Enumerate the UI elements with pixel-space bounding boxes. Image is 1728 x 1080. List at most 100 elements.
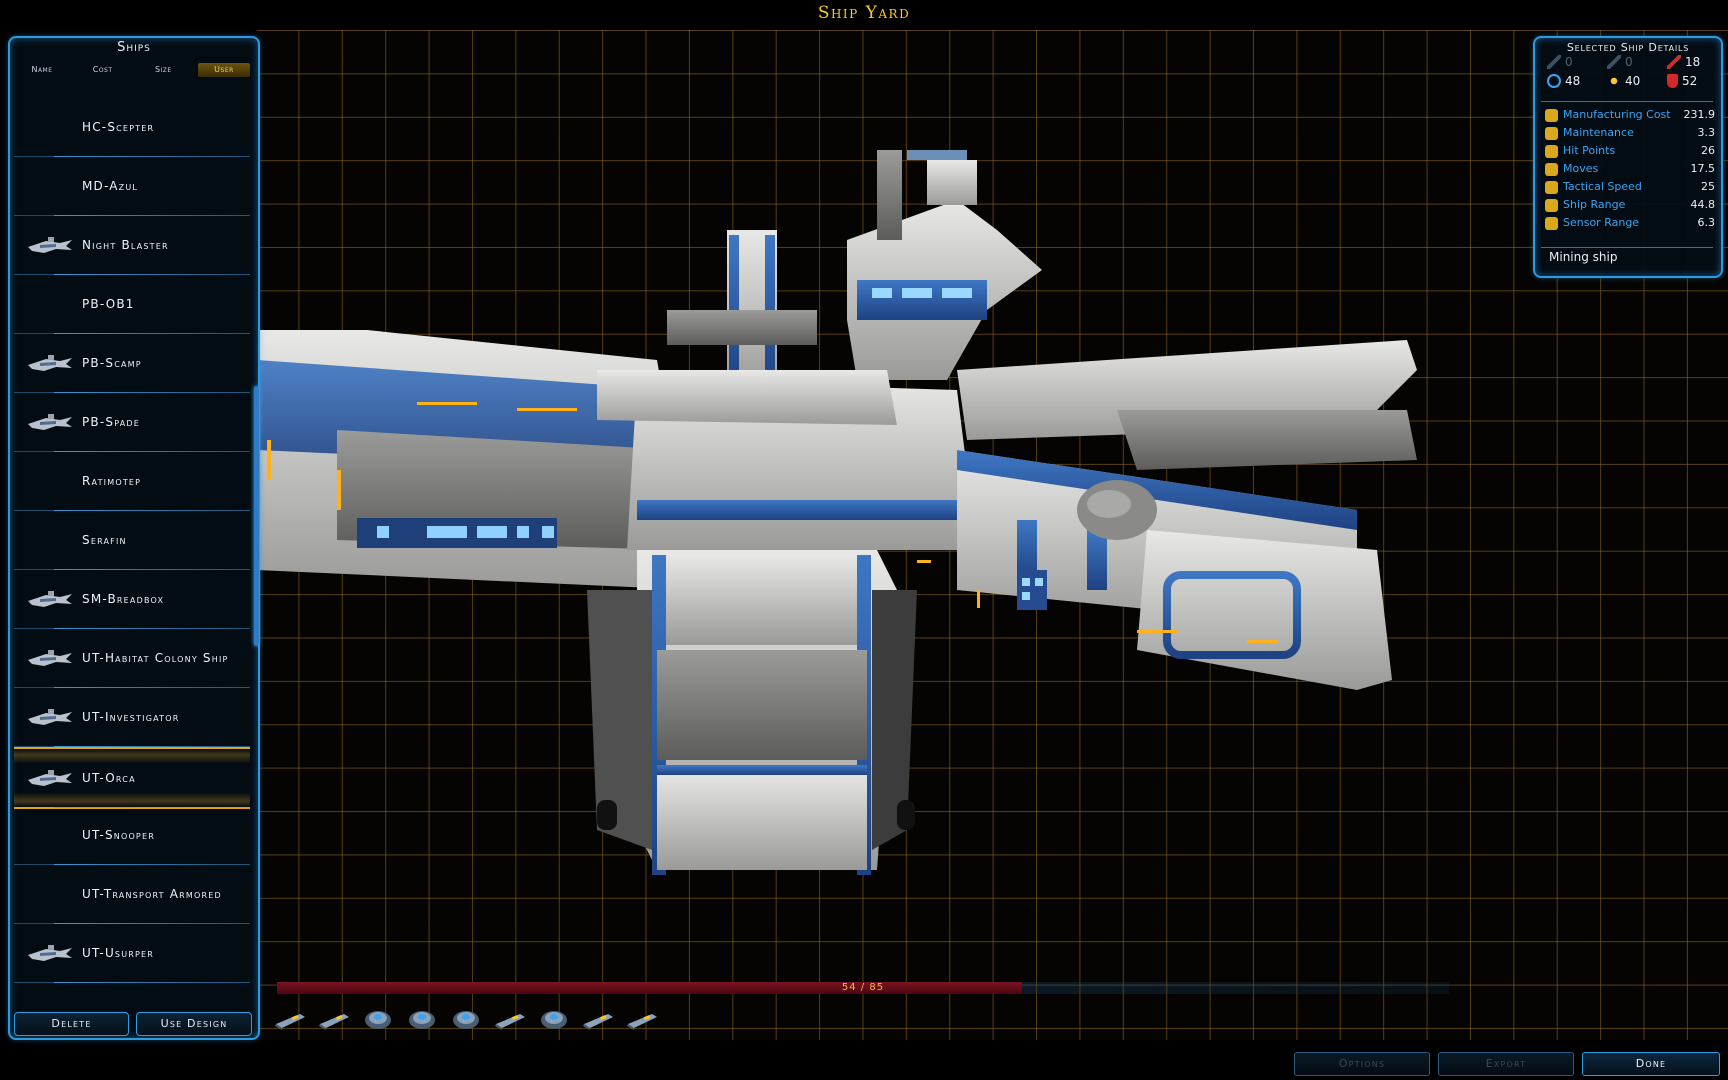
point-defense-icon	[1607, 74, 1621, 88]
ship-list-item[interactable]: PB-OB1	[14, 275, 250, 334]
missile-weapon-icon	[1607, 55, 1621, 69]
ship-list-item[interactable]: PB-Spade	[14, 393, 250, 452]
beam-weapon-icon	[1547, 55, 1561, 69]
stat-point-defense: 40	[1607, 73, 1640, 89]
mass-driver-icon	[1667, 55, 1681, 69]
component-toolbar	[272, 1006, 660, 1034]
page-title: Ship Yard	[817, 3, 911, 23]
wrench-icon	[1545, 181, 1558, 194]
stat-missile-weapon: 0	[1607, 54, 1633, 70]
wrench-icon	[1545, 217, 1558, 230]
detail-value: 44.8	[1690, 198, 1716, 211]
stat-value: 52	[1682, 74, 1698, 88]
ships-panel-title: Ships	[117, 40, 151, 55]
ship-list-item[interactable]: MD-Azul	[14, 157, 250, 216]
detail-label: Sensor Range	[1563, 216, 1640, 229]
ship-thumbnail-icon	[26, 703, 74, 731]
ship-list-item[interactable]: Serafin	[14, 511, 250, 570]
ship-list-item[interactable]: UT-Transport Armored	[14, 865, 250, 924]
ship-viewport[interactable]	[257, 30, 1728, 1040]
wrench-icon	[1545, 145, 1558, 158]
engine-component-icon[interactable]	[492, 1006, 528, 1032]
divider	[1541, 101, 1713, 102]
detail-value: 17.5	[1690, 162, 1716, 175]
wrench-icon	[1545, 127, 1558, 140]
shield-component-icon[interactable]	[404, 1006, 440, 1032]
beam-component-icon[interactable]	[272, 1006, 308, 1032]
ship-name: MD-Azul	[82, 178, 139, 193]
detail-label: Ship Range	[1563, 198, 1626, 211]
scrollbar-thumb[interactable]	[254, 386, 259, 646]
stat-shield: 48	[1547, 73, 1580, 89]
ship-name: SM-Breadbox	[82, 591, 165, 606]
options-button[interactable]: Options	[1294, 1052, 1430, 1076]
use-design-button[interactable]: Use Design	[136, 1012, 252, 1036]
support-component-icon[interactable]	[536, 1006, 572, 1032]
ship-list-item[interactable]: UT-Investigator	[14, 688, 250, 747]
detail-row: Maintenance 3.3	[1545, 124, 1715, 142]
detail-row: Ship Range 44.8	[1545, 196, 1715, 214]
ship-thumbnail-icon	[26, 764, 74, 792]
done-button[interactable]: Done	[1582, 1052, 1720, 1076]
ship-name: UT-Habitat Colony Ship	[82, 650, 229, 665]
wrench-icon	[1545, 199, 1558, 212]
ship-name: Ratimotep	[82, 473, 142, 488]
missile-component-icon[interactable]	[316, 1006, 352, 1032]
ship-thumbnail-icon	[26, 349, 74, 377]
ship-name: Night Blaster	[82, 237, 169, 252]
capacity-fill	[277, 982, 1022, 994]
detail-value: 26	[1701, 144, 1715, 157]
ship-list-item[interactable]: Night Blaster	[14, 216, 250, 275]
ship-list-scrollbar[interactable]	[254, 106, 260, 1021]
cost-icon	[1545, 109, 1558, 122]
detail-label: Hit Points	[1563, 144, 1616, 157]
detail-label: Moves	[1563, 162, 1599, 175]
ship-name: UT-Investigator	[82, 709, 180, 724]
sort-by-name-tab[interactable]: Name	[31, 65, 53, 74]
laser-component-icon[interactable]	[624, 1006, 660, 1032]
ship-thumbnail-icon	[26, 939, 74, 967]
ship-list-item[interactable]: UT-Orca	[14, 747, 250, 809]
ship-role-text: Mining ship	[1549, 250, 1618, 264]
details-title: Selected Ship Details	[1566, 41, 1690, 54]
sort-by-cost-tab[interactable]: Cost	[92, 65, 113, 74]
divider	[1541, 247, 1713, 248]
ship-name: UT-Orca	[82, 770, 136, 785]
cannon-component-icon[interactable]	[580, 1006, 616, 1032]
ship-list-item[interactable]: UT-Snooper	[14, 806, 250, 865]
ship-list-item[interactable]: SM-Breadbox	[14, 570, 250, 629]
ship-list-item[interactable]: UT-Habitat Colony Ship	[14, 629, 250, 688]
ship-list-item[interactable]: PB-Scamp	[14, 334, 250, 393]
ship-name: UT-Snooper	[82, 827, 155, 842]
ship-name: PB-Scamp	[82, 355, 142, 370]
sensor-component-icon[interactable]	[448, 1006, 484, 1032]
ship-list-item[interactable]: UT-Usurper	[14, 924, 250, 983]
ship-name: PB-OB1	[82, 296, 135, 311]
detail-row: Moves 17.5	[1545, 160, 1715, 178]
detail-label: Manufacturing Cost	[1563, 108, 1671, 121]
sort-by-user-tab[interactable]: User	[197, 63, 250, 77]
capacity-bar: 54 / 85	[277, 982, 1449, 994]
armor-icon	[1667, 74, 1678, 88]
ship-name: UT-Transport Armored	[82, 886, 222, 901]
reactor-component-icon[interactable]	[360, 1006, 396, 1032]
ship-name: Serafin	[82, 532, 127, 547]
shield-icon	[1547, 74, 1561, 88]
ship-list-item[interactable]: HC-Scepter	[14, 98, 250, 157]
ship-list-item[interactable]: Ratimotep	[14, 452, 250, 511]
delete-button[interactable]: Delete	[14, 1012, 129, 1036]
detail-value: 3.3	[1697, 126, 1716, 139]
stat-value: 0	[1625, 55, 1633, 69]
ship-name: PB-Spade	[82, 414, 141, 429]
capacity-text: 54 / 85	[841, 982, 885, 993]
detail-label: Maintenance	[1563, 126, 1634, 139]
detail-value: 25	[1701, 180, 1715, 193]
wrench-icon	[1545, 163, 1558, 176]
export-button[interactable]: Export	[1438, 1052, 1574, 1076]
ship-thumbnail-icon	[26, 231, 74, 259]
sort-by-size-tab[interactable]: Size	[154, 65, 172, 74]
